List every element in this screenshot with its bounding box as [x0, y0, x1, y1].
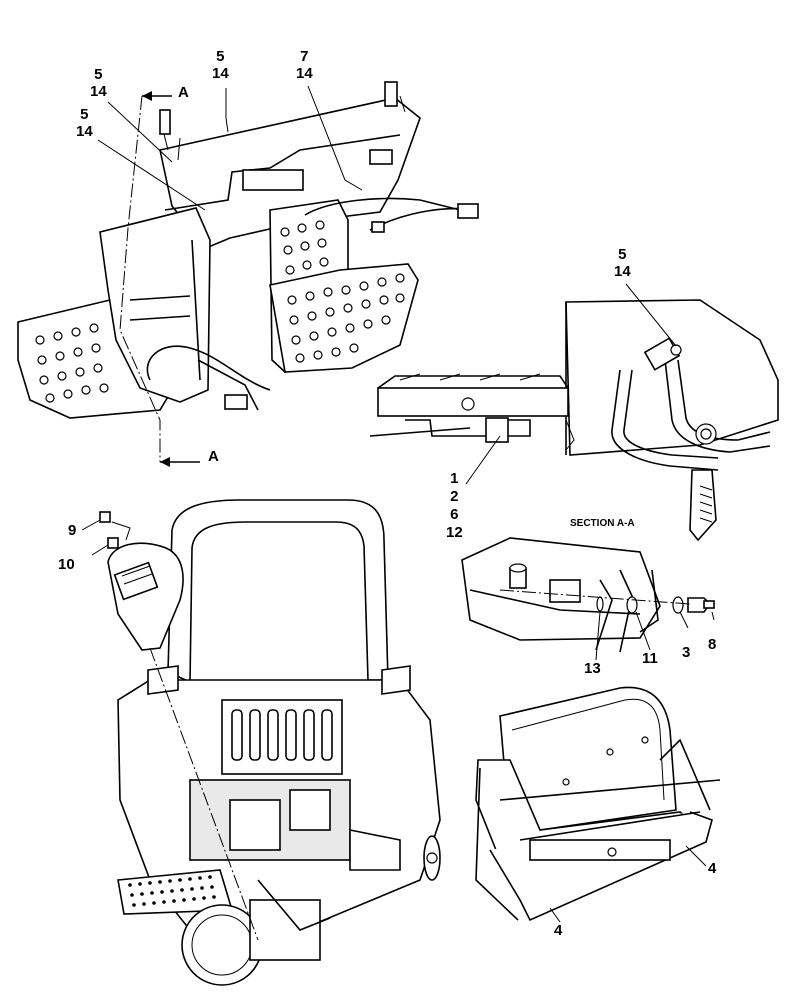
- callout-4-upper: 4: [708, 860, 717, 877]
- callout-part-5: 5: [94, 66, 103, 83]
- callout-4-lower: 4: [554, 922, 563, 939]
- floor-dots-bottom: [128, 875, 216, 907]
- callout-part-14: 14: [76, 123, 93, 140]
- callout-3: 3: [682, 644, 691, 661]
- callout-part-12: 12: [446, 524, 463, 541]
- leader-lines-top: [97, 85, 363, 211]
- floor-plate-holes-left: [35, 323, 109, 403]
- callout-11: 11: [642, 650, 658, 667]
- callout-8: 8: [708, 636, 717, 653]
- callout-part-14: 14: [296, 65, 313, 82]
- callout-part-14: 14: [212, 65, 229, 82]
- callout-part-1: 1: [450, 470, 459, 487]
- floor-plate-assembly: [17, 81, 479, 467]
- callout-part-14: 14: [614, 263, 631, 280]
- callout-part-5: 5: [80, 106, 89, 123]
- callout-part-14: 14: [90, 83, 107, 100]
- section-mark-a-top: A: [178, 84, 189, 101]
- callout-9: 9: [68, 522, 77, 539]
- callout-part-6: 6: [450, 506, 459, 523]
- callout-part-5: 5: [618, 246, 627, 263]
- seat-assembly: [475, 686, 721, 922]
- leader-line-right: [625, 283, 677, 347]
- callout-part-2: 2: [450, 488, 459, 505]
- callout-5-14-a: 5 14: [90, 66, 107, 100]
- section-mark-a-bottom: A: [208, 448, 219, 465]
- leader-line-1-2-6-12: [465, 435, 501, 485]
- callout-5-14-top: 5 14: [212, 48, 229, 82]
- callout-1-2-6-12: 1 2 6 12: [446, 470, 463, 542]
- rops-frame-assembly: [81, 499, 441, 986]
- leader-line-4-lower: [549, 907, 561, 923]
- callout-10: 10: [58, 556, 75, 573]
- callout-13: 13: [584, 660, 601, 677]
- callout-part-5: 5: [216, 48, 225, 65]
- callout-5-14-b: 5 14: [76, 106, 93, 140]
- pedal-bracket-detail: [369, 299, 779, 542]
- floor-plate-holes-right: [280, 220, 405, 363]
- section-a-a-detail: [461, 537, 715, 661]
- callout-7-14: 7 14: [296, 48, 313, 82]
- section-title: SECTION A-A: [570, 518, 635, 529]
- callout-5-14-right: 5 14: [614, 246, 631, 280]
- callout-part-7: 7: [300, 48, 309, 65]
- leader-line-4-upper: [685, 845, 707, 867]
